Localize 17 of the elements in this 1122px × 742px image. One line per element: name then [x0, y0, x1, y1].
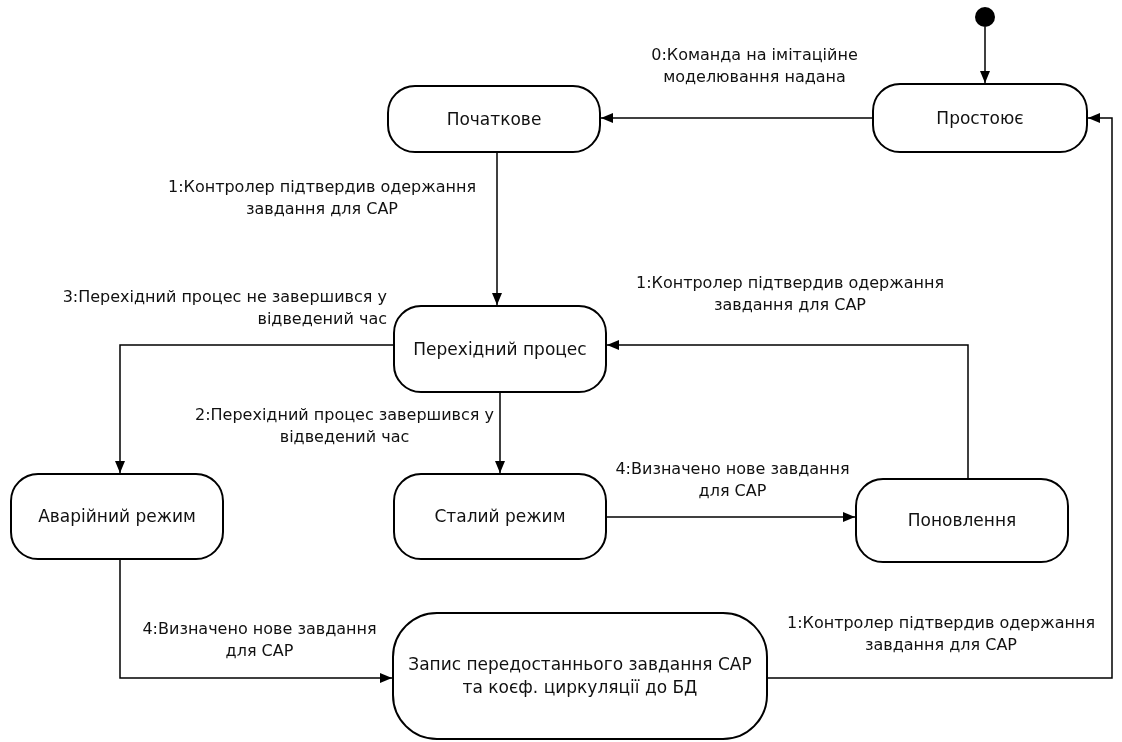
state-label: Простоює	[936, 106, 1024, 130]
arrow	[115, 344, 394, 474]
arrow	[606, 512, 856, 522]
state-label: Запис передостаннього завдання САР та коєф. циркуляції до БД	[408, 653, 752, 699]
arrow	[492, 152, 502, 306]
state-label: Перехідний процес	[413, 337, 587, 361]
arrow	[980, 26, 990, 84]
initial-state-dot	[975, 7, 995, 27]
arrow	[606, 340, 969, 479]
state-label: Аварійний режим	[38, 505, 196, 528]
state-label: Сталий режим	[434, 505, 566, 528]
arrow	[767, 113, 1113, 679]
state-label: Початкове	[446, 107, 542, 131]
arrow	[600, 113, 873, 123]
arrow	[495, 392, 505, 474]
arrow	[119, 559, 393, 683]
state-label: Поновлення	[907, 509, 1017, 532]
